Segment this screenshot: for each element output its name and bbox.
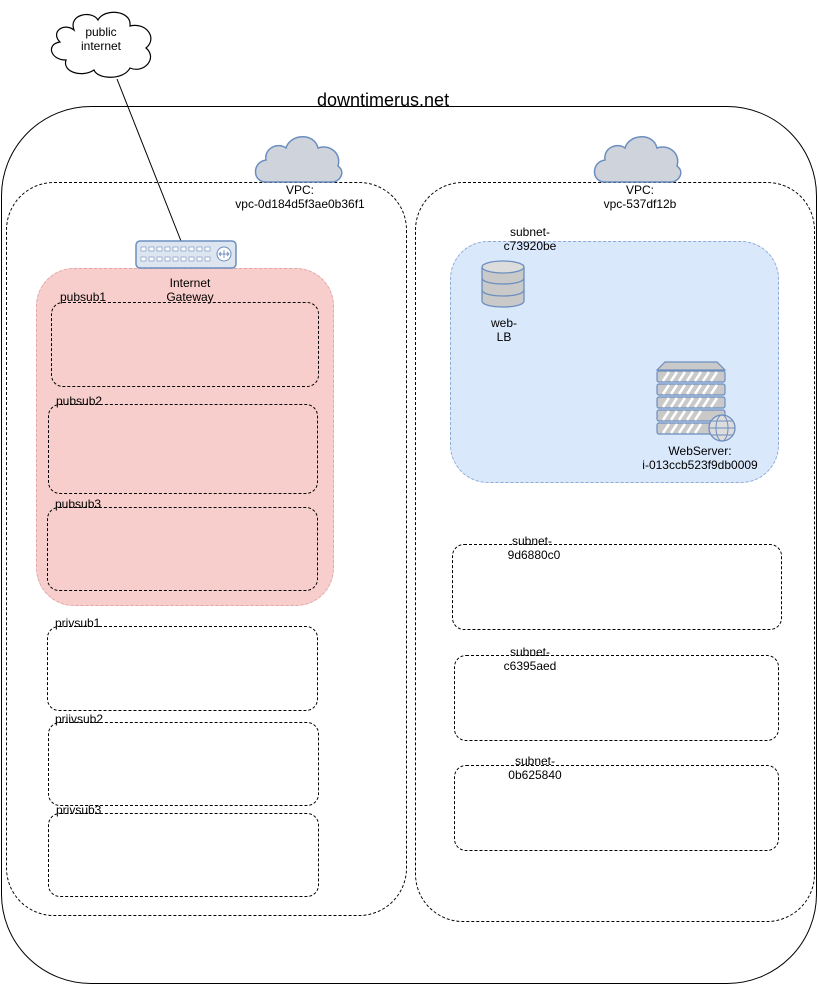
gateway-label-line2: Gateway xyxy=(166,290,214,304)
internet-label-line1: public xyxy=(85,25,117,39)
internet-label-line2: internet xyxy=(80,39,122,53)
private-subnet-3[interactable] xyxy=(48,813,319,897)
private-subnet-2-label: priivsub2 xyxy=(55,712,104,726)
internet-gateway-connector xyxy=(116,78,182,242)
public-subnet-2[interactable] xyxy=(48,404,318,494)
private-subnet-1-label: privsub1 xyxy=(55,616,101,630)
subnet-right-1-label-line1: subnet- xyxy=(511,534,553,548)
web-server-icon[interactable] xyxy=(655,360,739,444)
subnet-right-3-label-line2: 0b625840 xyxy=(508,768,562,782)
private-subnet-1[interactable] xyxy=(47,626,318,711)
vpc-right-label-line1: VPC: xyxy=(625,183,654,197)
subnet-right-2-label-line2: c6395aed xyxy=(503,659,557,673)
vpc-left-box[interactable] xyxy=(6,182,407,916)
public-subnet-1-label: pubsub1 xyxy=(60,290,107,304)
subnet-right-3-label-line1: subnet- xyxy=(514,754,556,768)
subnet-main-label-line2: c73920be xyxy=(503,239,557,253)
diagram-title: downtimerus.net xyxy=(317,90,450,110)
subnet-right-2-label-line1: subnet- xyxy=(509,645,551,659)
public-internet-cloud-icon xyxy=(50,11,152,78)
public-subnet-2-label: pubsub2 xyxy=(56,394,103,408)
subnet-right-1-label-line2: 9d6880c0 xyxy=(507,548,561,562)
gateway-label-line1: Internet xyxy=(169,276,211,290)
webserver-label-line2: i-013ccb523f9db0009 xyxy=(642,458,758,472)
subnet-right-1[interactable] xyxy=(452,544,782,630)
subnet-right-2[interactable] xyxy=(454,655,779,741)
database-icon[interactable] xyxy=(480,260,526,310)
vpc-left-cloud-icon xyxy=(254,136,343,183)
lb-label-line2: LB xyxy=(496,330,512,344)
subnet-main[interactable] xyxy=(450,241,779,483)
account-boundary xyxy=(1,106,817,984)
private-subnet-3-label: privsub3 xyxy=(56,803,102,817)
vpc-left-label-line1: VPC: xyxy=(285,183,314,197)
webserver-label-line1: WebServer: xyxy=(668,444,732,458)
private-subnet-2[interactable] xyxy=(48,722,319,806)
public-subnet-group[interactable] xyxy=(36,268,334,606)
internet-gateway-icon[interactable] xyxy=(135,240,237,270)
subnet-right-3[interactable] xyxy=(454,765,779,851)
vpc-left-label-line2: vpc-0d184d5f3ae0b36f1 xyxy=(235,197,365,211)
public-subnet-3-label: pubsub3 xyxy=(55,497,102,511)
lb-label-line1: web- xyxy=(490,316,517,330)
public-subnet-1[interactable] xyxy=(51,302,319,387)
vpc-right-label-line2: vpc-537df12b xyxy=(603,197,677,211)
public-subnet-3[interactable] xyxy=(47,507,318,591)
subnet-main-label-line1: subnet- xyxy=(509,225,551,239)
vpc-right-cloud-icon xyxy=(593,136,682,183)
